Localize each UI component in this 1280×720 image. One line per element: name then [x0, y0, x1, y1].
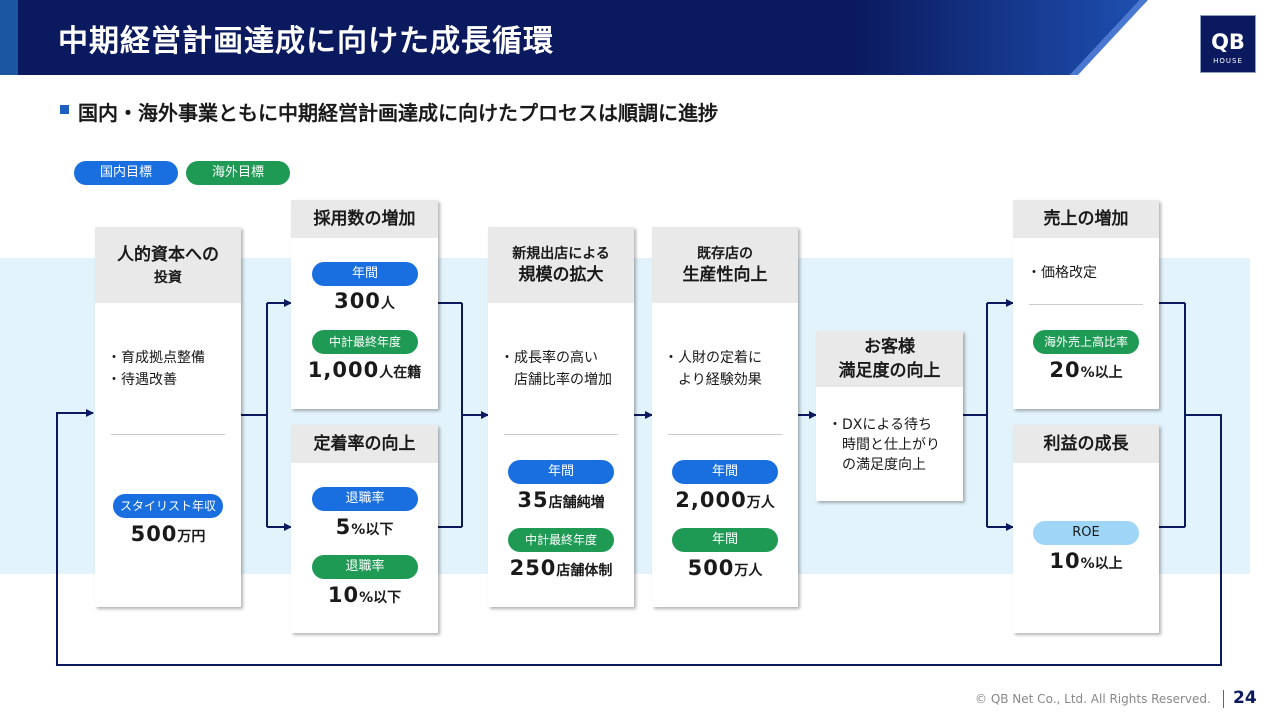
- page-number: 24: [1233, 688, 1257, 708]
- list-item: ・成長率の高い: [500, 350, 598, 366]
- page-divider: [1223, 690, 1224, 708]
- card-expansion: 新規出店による 規模の拡大 ・成長率の高い 店舗比率の増加 年間 35店舗純増 …: [488, 227, 634, 607]
- value-unit: 万人: [734, 563, 763, 579]
- list-item: ・待遇改善: [107, 372, 177, 388]
- card-retention: 定着率の向上 退職率 5%以下 退職率 10%以下: [291, 425, 438, 633]
- value-unit: %以下: [351, 522, 394, 538]
- card-title-line2: 満足度の向上: [838, 361, 941, 381]
- roe-value: 10%以上: [1013, 549, 1159, 573]
- card-hiring: 採用数の増加 年間 300人 中計最終年度 1,000人在籍: [291, 200, 438, 409]
- card-title: 採用数の増加: [291, 200, 438, 238]
- card-title-line2: 生産性向上: [682, 265, 768, 285]
- card-title-line2: 規模の拡大: [518, 265, 604, 285]
- satisfaction-bullets: ・DXによる待ち 時間と仕上がり の満足度向上: [828, 415, 940, 475]
- value-number: 300: [334, 289, 381, 313]
- value-number: 10: [1049, 549, 1081, 573]
- card-human-capital: 人的資本への 投資 ・育成拠点整備 ・待遇改善 スタイリスト年収 500万円: [95, 227, 241, 607]
- turnover-tag-overseas: 退職率: [312, 555, 418, 579]
- turnover-tag-domestic: 退職率: [312, 487, 418, 511]
- card-header: お客様 満足度の向上: [816, 331, 963, 387]
- salary-tag: スタイリスト年収: [113, 494, 223, 518]
- qb-house-logo: QB HOUSE: [1200, 15, 1256, 73]
- card-title-line1: 新規出店による: [512, 246, 610, 262]
- list-item-continued: の満足度向上: [842, 457, 926, 473]
- salary-value: 500万円: [95, 522, 241, 546]
- turnover-value-domestic: 5%以下: [291, 515, 438, 539]
- value-unit: 店舗体制: [556, 563, 613, 579]
- value-number: 2,000: [675, 488, 747, 512]
- value-unit: 万円: [177, 529, 206, 545]
- card-title: 売上の増加: [1013, 200, 1159, 238]
- roe-tag: ROE: [1033, 521, 1139, 545]
- annual-tag: 年間: [312, 262, 418, 286]
- store-count-value: 250店舗体制: [488, 556, 634, 580]
- list-item: ・人財の定着に: [664, 350, 762, 366]
- overseas-sales-ratio-tag: 海外売上高比率: [1033, 330, 1139, 354]
- card-header: 新規出店による 規模の拡大: [488, 227, 634, 303]
- value-number: 1,000: [307, 358, 380, 382]
- net-store-growth-value: 35店舗純増: [488, 488, 634, 512]
- annual-tag-overseas: 年間: [672, 528, 778, 552]
- card-title: 定着率の向上: [291, 425, 438, 463]
- final-year-tag: 中計最終年度: [312, 330, 418, 354]
- list-item-continued: 時間と仕上がり: [842, 437, 940, 453]
- customers-value-overseas: 500万人: [652, 556, 798, 580]
- value-number: 35: [517, 488, 549, 512]
- value-number: 10: [327, 583, 360, 607]
- value-number: 500: [687, 556, 735, 580]
- card-title-line2: 投資: [154, 270, 182, 286]
- list-item: ・価格改定: [1027, 265, 1097, 281]
- legend-overseas: 海外目標: [186, 161, 290, 185]
- page-title: 中期経営計画達成に向けた成長循環: [58, 24, 554, 59]
- card-title-line1: お客様: [864, 337, 915, 357]
- card-customer-satisfaction: お客様 満足度の向上 ・DXによる待ち 時間と仕上がり の満足度向上: [816, 331, 963, 501]
- card-profit: 利益の成長 ROE 10%以上: [1013, 425, 1159, 633]
- productivity-bullets: ・人財の定着に より経験効果: [664, 347, 762, 391]
- list-item-continued: 店舗比率の増加: [514, 372, 612, 388]
- logo-text: QB: [1211, 30, 1245, 54]
- card-header: 既存店の 生産性向上: [652, 227, 798, 303]
- customers-value-domestic: 2,000万人: [652, 488, 798, 512]
- turnover-value-overseas: 10%以下: [291, 583, 438, 607]
- value-unit: 万人: [746, 495, 775, 511]
- card-sales: 売上の増加 ・価格改定 海外売上高比率 20%以上: [1013, 200, 1159, 409]
- human-capital-bullets: ・育成拠点整備 ・待遇改善: [107, 347, 205, 391]
- subtitle: 国内・海外事業ともに中期経営計画達成に向けたプロセスは順調に進捗: [78, 101, 718, 125]
- divider: [111, 434, 225, 435]
- value-number: 5: [335, 515, 352, 539]
- value-unit: 店舗純増: [548, 495, 605, 511]
- value-unit: %以上: [1080, 365, 1123, 381]
- value-unit: %以下: [359, 590, 402, 606]
- overseas-sales-ratio-value: 20%以上: [1013, 358, 1159, 382]
- divider: [504, 434, 618, 435]
- card-title: 利益の成長: [1013, 425, 1159, 463]
- card-header: 人的資本への 投資: [95, 227, 241, 303]
- expansion-bullets: ・成長率の高い 店舗比率の増加: [500, 347, 612, 391]
- annual-hiring-value: 300人: [291, 289, 438, 313]
- copyright: © QB Net Co., Ltd. All Rights Reserved.: [975, 692, 1211, 706]
- list-item: ・DXによる待ち: [828, 417, 932, 433]
- headcount-value: 1,000人在籍: [291, 358, 438, 382]
- card-title-line1: 人的資本への: [117, 245, 219, 265]
- header-bar: [0, 0, 1148, 75]
- list-item: ・育成拠点整備: [107, 350, 205, 366]
- value-unit: %以上: [1080, 556, 1123, 572]
- legend-domestic: 国内目標: [74, 161, 178, 185]
- logo-subtext: HOUSE: [1213, 57, 1243, 65]
- subtitle-bullet-icon: [60, 105, 69, 114]
- final-year-tag: 中計最終年度: [508, 528, 614, 552]
- card-productivity: 既存店の 生産性向上 ・人財の定着に より経験効果 年間 2,000万人 年間 …: [652, 227, 798, 607]
- divider: [668, 434, 782, 435]
- annual-tag: 年間: [508, 460, 614, 484]
- card-title-line1: 既存店の: [697, 246, 753, 262]
- value-number: 250: [509, 556, 557, 580]
- list-item-continued: より経験効果: [678, 372, 762, 388]
- divider: [1029, 304, 1143, 305]
- value-unit: 人: [380, 296, 395, 312]
- value-number: 20: [1049, 358, 1081, 382]
- value-unit: 人在籍: [379, 365, 422, 381]
- value-number: 500: [130, 522, 178, 546]
- annual-tag-domestic: 年間: [672, 460, 778, 484]
